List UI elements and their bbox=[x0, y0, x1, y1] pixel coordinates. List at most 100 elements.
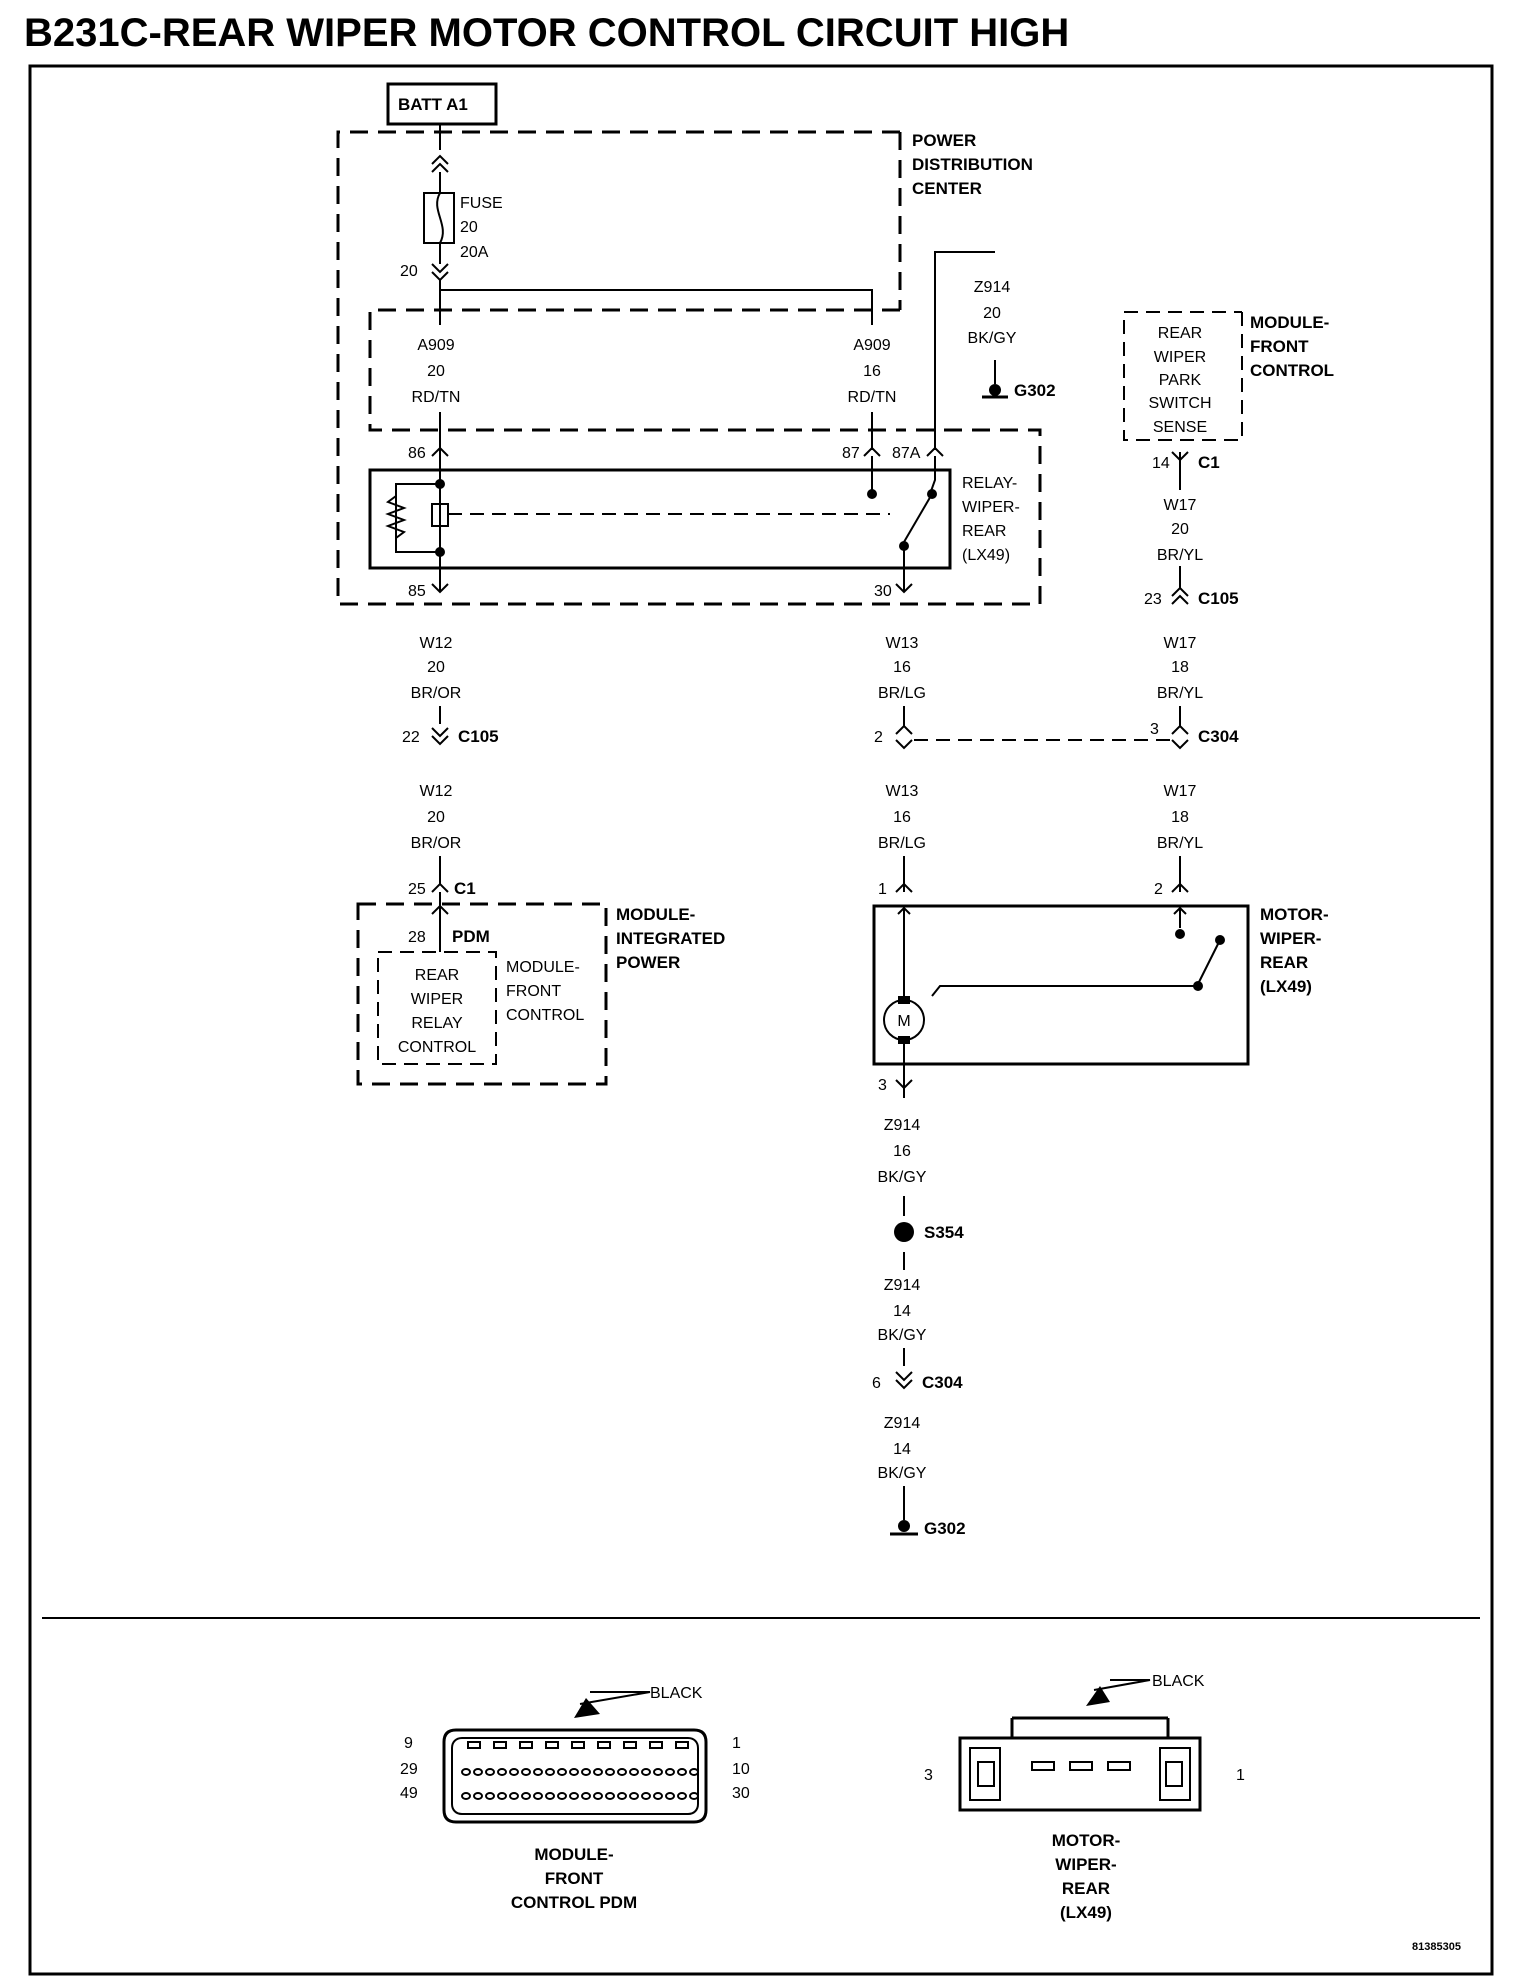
connector-pin-hole bbox=[569, 1792, 579, 1800]
c304-top-pin-right: 3 bbox=[1150, 721, 1159, 738]
z914-b-circuit: Z914 bbox=[884, 1277, 921, 1294]
ipm-name-1: MODULE- bbox=[616, 905, 695, 924]
connector-pin-hole bbox=[497, 1768, 507, 1776]
relay-resistor bbox=[385, 495, 407, 539]
w12-b-circuit: W12 bbox=[420, 783, 453, 800]
connector-fcm-pin30: 30 bbox=[732, 1785, 750, 1802]
w12-a-color: BR/OR bbox=[411, 685, 462, 702]
connector-pin-hole bbox=[665, 1792, 675, 1800]
z914-top-gauge: 20 bbox=[983, 305, 1001, 322]
splice-s354: S354 bbox=[924, 1223, 964, 1242]
relay-pin-85: 85 bbox=[408, 583, 426, 600]
z914-a-circuit: Z914 bbox=[884, 1117, 921, 1134]
connector-pin-hole bbox=[641, 1768, 651, 1776]
c1-left-pin: 25 bbox=[408, 881, 426, 898]
ipm-front-1: MODULE- bbox=[506, 959, 580, 976]
w12-a-gauge: 20 bbox=[427, 659, 445, 676]
ipm-front-2: FRONT bbox=[506, 983, 561, 1000]
connector-pin-hole bbox=[629, 1792, 639, 1800]
c304-top-conn: C304 bbox=[1198, 727, 1239, 746]
connector-fcm-pins-row2 bbox=[461, 1768, 699, 1776]
connector-pin-hole bbox=[617, 1792, 627, 1800]
a909-left-gauge: 20 bbox=[427, 363, 445, 380]
w17-b-gauge: 18 bbox=[1171, 659, 1189, 676]
ipm-front-3: CONTROL bbox=[506, 1007, 584, 1024]
ipm-relay-4: CONTROL bbox=[398, 1039, 476, 1056]
splice-s354-symbol bbox=[894, 1222, 914, 1242]
w17-b-color: BR/YL bbox=[1157, 685, 1203, 702]
connector-pin-hole bbox=[473, 1792, 483, 1800]
relay-label-3: REAR bbox=[962, 523, 1006, 540]
a909-left-circuit: A909 bbox=[417, 337, 454, 354]
w12-a-circuit: W12 bbox=[420, 635, 453, 652]
connector-motor-name-4: (LX49) bbox=[1060, 1903, 1112, 1922]
c105-left-conn: C105 bbox=[458, 727, 499, 746]
figure-id: 81385305 bbox=[1412, 1941, 1461, 1953]
connector-fcm-name-3: CONTROL PDM bbox=[511, 1893, 637, 1912]
fcm-top-conn: C1 bbox=[1198, 453, 1220, 472]
ipm-conn: PDM bbox=[452, 927, 490, 946]
connector-fcm-pins-row3 bbox=[461, 1792, 699, 1800]
w17-c-gauge: 18 bbox=[1171, 809, 1189, 826]
connector-fcm-pin9: 9 bbox=[404, 1735, 413, 1752]
ground-g302-top: G302 bbox=[1014, 381, 1056, 400]
pdc-label-3: CENTER bbox=[912, 179, 982, 198]
motor-box bbox=[872, 904, 1250, 1066]
relay-box bbox=[368, 468, 952, 570]
connector-pin-hole bbox=[605, 1792, 615, 1800]
fuse-label-1: FUSE bbox=[460, 195, 503, 212]
a909-left-color: RD/TN bbox=[412, 389, 461, 406]
ipm-relay-1: REAR bbox=[415, 967, 459, 984]
connector-fcm-shell bbox=[442, 1728, 708, 1824]
z914-c-circuit: Z914 bbox=[884, 1415, 921, 1432]
connector-pin-hole bbox=[461, 1792, 471, 1800]
w13-a-color: BR/LG bbox=[878, 685, 926, 702]
motor-m-label: M bbox=[897, 1013, 910, 1030]
connector-pin-hole bbox=[485, 1768, 495, 1776]
fcm-top-pin: 14 bbox=[1152, 455, 1170, 472]
connector-pin-hole bbox=[665, 1768, 675, 1776]
fuse-label-2: 20 bbox=[460, 219, 478, 236]
ground-g302-bottom: G302 bbox=[924, 1519, 966, 1538]
c304-bottom-pin: 6 bbox=[872, 1375, 881, 1392]
pdc-outline bbox=[336, 130, 1042, 606]
connector-pin-hole bbox=[641, 1792, 651, 1800]
a909-right-color: RD/TN bbox=[848, 389, 897, 406]
connector-fcm-pins-row1 bbox=[467, 1741, 689, 1749]
connector-pin-hole bbox=[569, 1768, 579, 1776]
w17-c-color: BR/YL bbox=[1157, 835, 1203, 852]
connector-pin-hole bbox=[521, 1768, 531, 1776]
w17-b-circuit: W17 bbox=[1164, 635, 1197, 652]
fcm-sense-1: REAR bbox=[1158, 325, 1202, 342]
fuse-label-3: 20A bbox=[460, 244, 489, 261]
connector-pin-hole bbox=[545, 1792, 555, 1800]
connector-pin-hole bbox=[497, 1792, 507, 1800]
z914-a-gauge: 16 bbox=[893, 1143, 911, 1160]
motor-label-4: (LX49) bbox=[1260, 977, 1312, 996]
connector-pin-hole bbox=[605, 1768, 615, 1776]
c304-top-pin-left: 2 bbox=[874, 729, 883, 746]
connector-motor-name-1: MOTOR- bbox=[1052, 1831, 1121, 1850]
motor-pin-2: 2 bbox=[1154, 881, 1163, 898]
connector-pin-hole bbox=[557, 1768, 567, 1776]
fcm-top-name-2: FRONT bbox=[1250, 337, 1309, 356]
ipm-relay-2: WIPER bbox=[411, 991, 463, 1008]
connector-pin-hole bbox=[653, 1768, 663, 1776]
w13-b-gauge: 16 bbox=[893, 809, 911, 826]
connector-pin-hole bbox=[473, 1768, 483, 1776]
c105-right-pin: 23 bbox=[1144, 591, 1162, 608]
c1-left-conn: C1 bbox=[454, 879, 476, 898]
w17-c-circuit: W17 bbox=[1164, 783, 1197, 800]
connector-pin-hole bbox=[617, 1768, 627, 1776]
connector-fcm-name-2: FRONT bbox=[545, 1869, 604, 1888]
connector-pin-hole bbox=[521, 1792, 531, 1800]
w13-b-circuit: W13 bbox=[886, 783, 919, 800]
relay-label-4: (LX49) bbox=[962, 547, 1010, 564]
motor-switch bbox=[1197, 939, 1221, 985]
fuse-symbol bbox=[423, 192, 455, 244]
connector-pin-hole bbox=[509, 1768, 519, 1776]
connector-fcm-name-1: MODULE- bbox=[534, 1845, 613, 1864]
connector-motor-shell bbox=[958, 1716, 1202, 1812]
connector-pin-hole bbox=[581, 1768, 591, 1776]
